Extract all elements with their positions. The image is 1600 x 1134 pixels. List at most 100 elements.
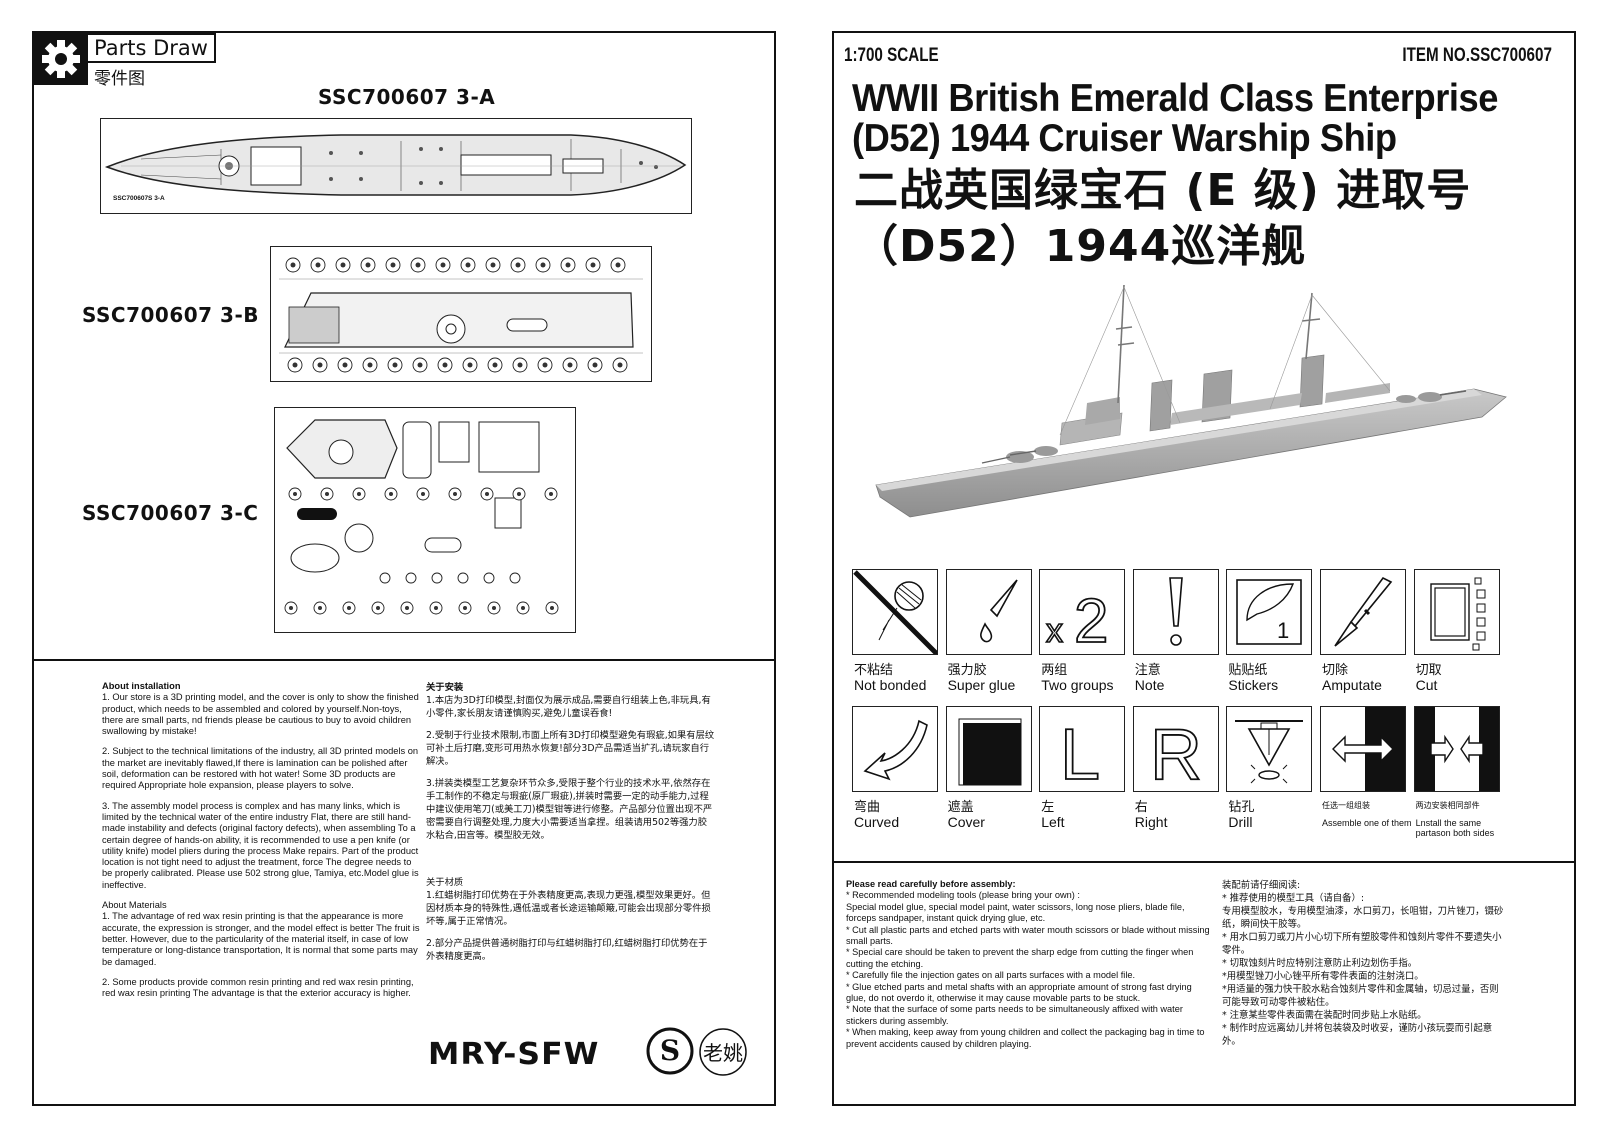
cut-icon — [1413, 569, 1500, 655]
icon-label-cn: 贴贴纸 — [1228, 663, 1268, 678]
product-info-page: 1:700 SCALE ITEM NO.SSC700607 WWII Briti… — [832, 31, 1576, 1106]
product-title-cn-line1: 二战英国绿宝石 (E 级) 进取号 — [854, 165, 1472, 216]
parts-draw-page: Parts Draw 零件图 SSC700607 3-A — [32, 31, 776, 1106]
sheet-3a-code: SSC700607S 3-A — [113, 195, 165, 202]
assembly-line-en: * Special care should be taken to preven… — [846, 947, 1194, 969]
materials-heading-cn: 关于材质 — [426, 877, 464, 888]
materials-note-1-en: 1. The advantage of red wax resin printi… — [102, 911, 420, 967]
icon-label-en: Cover — [947, 814, 985, 830]
product-title-en: WWII British Emerald Class Enterprise (D… — [852, 79, 1522, 159]
assembly-line-cn: 专用模型胶水，专用模型油漆，水口剪刀，长咀钳，刀片锉刀，镊砂纸，瞬间快干胶等。 — [1222, 906, 1504, 930]
icon-label-en: Amputate — [1322, 677, 1382, 693]
assemble-one-icon — [1320, 706, 1406, 792]
installation-note-3-cn: 3.拼装类模型工艺复杂环节众多,受限于整个行业的技术水平,依然存在手工制作的不稳… — [426, 778, 713, 841]
svg-text:老姚: 老姚 — [703, 1041, 743, 1065]
product-title-cn-line2: （D52）1944巡洋舰 — [854, 221, 1307, 272]
assembly-line-cn: *用适量的强力快干胶水粘合蚀刻片零件和金属轴，切忌过量，否则可能导致可动零件被粘… — [1222, 984, 1499, 1008]
super-glue-icon — [945, 569, 1032, 655]
assembly-line-cn: * 切取蚀刻片时应特别注意防止利边划伤手指。 — [1222, 958, 1418, 969]
assembly-line-cn: *用模型锉刀小心锉平所有零件表面的注射浇口。 — [1222, 971, 1424, 982]
installation-notes-en: About installation 1. Our store is a 3D … — [102, 681, 420, 1008]
sheet-3a-deck: SSC700607S 3-A — [100, 118, 692, 214]
assembly-line-cn: * 推荐使用的模型工具（请自备）: — [1222, 893, 1365, 904]
gear-icon — [34, 33, 88, 85]
icon-label-cn: 两边安装相同部件 — [1415, 801, 1480, 810]
svg-text:L: L — [1060, 715, 1100, 791]
icon-label-en: Two groups — [1041, 677, 1114, 693]
icon-label-cn: 左 — [1041, 800, 1055, 815]
icon-label-en: Super glue — [947, 677, 1016, 693]
icon-label-cn: 两组 — [1041, 663, 1068, 678]
assembly-line-cn: * 注意某些零件表面需在装配时同步贴上水贴纸。 — [1222, 1010, 1427, 1021]
sheet-3c-parts — [274, 407, 576, 633]
materials-note-2-en: 2. Some products provide common resin pr… — [102, 976, 414, 999]
icon-label-cn: 任选一组组装 — [1322, 801, 1370, 810]
assembly-line-en: * Note that the surface of some parts ne… — [846, 1004, 1183, 1026]
materials-note-2-cn: 2.部分产品提供普通树脂打印与红蜡树脂打印,红蜡树脂打印优势在于外表精度更高。 — [426, 938, 708, 962]
icon-label-en: Right — [1134, 814, 1168, 830]
installation-heading-cn: 关于安装 — [426, 682, 464, 693]
materials-note-1-cn: 1.红蜡树脂打印优势在于外表精度更高,表现力更强,模型效果更好。但因材质本身的特… — [426, 890, 711, 927]
assembly-line-cn: * 制作时应远离幼儿并将包装袋及时收妥，谨防小孩玩耍而引起意外。 — [1222, 1023, 1493, 1047]
parts-draw-subtitle: 零件图 — [94, 69, 145, 89]
icon-label-cn: 弯曲 — [854, 800, 881, 815]
assembly-line-en: Special model glue, special model paint,… — [846, 901, 1185, 924]
installation-note-2-en: 2. Subject to the technical limitations … — [102, 746, 419, 791]
icon-label-en: Assemble one of them — [1322, 818, 1412, 828]
icon-label-cn: 强力胶 — [947, 663, 987, 678]
icon-label-en: Curved — [854, 814, 900, 830]
drill-icon — [1226, 706, 1313, 792]
install-both-icon — [1413, 706, 1500, 792]
assembly-line-en: * When making, keep away from young chil… — [846, 1027, 1205, 1049]
svg-text:x: x — [1046, 612, 1063, 650]
icon-label-cn: 遮盖 — [947, 800, 974, 815]
parts-draw-title: Parts Draw — [88, 33, 216, 63]
icon-label-cn: 不粘结 — [854, 663, 894, 678]
icon-label-cn: 切除 — [1322, 663, 1349, 678]
icon-label-en: Cut — [1415, 677, 1438, 693]
brand-s-logo: S — [646, 1027, 694, 1080]
installation-note-3-en: 3. The assembly model process is complex… — [102, 800, 419, 890]
curved-icon — [852, 706, 938, 792]
assembly-line-en: * Glue etched parts and metal shafts wit… — [846, 981, 1192, 1004]
assembly-line-cn: * 用水口剪刀或刀片小心切下所有塑胶零件和蚀刻片零件不要遗失小零件。 — [1222, 932, 1502, 956]
amputate-icon — [1320, 569, 1406, 655]
right-icon: R — [1132, 706, 1219, 792]
section-divider — [834, 861, 1574, 863]
icon-label-cn: 钻孔 — [1228, 800, 1255, 815]
product-title-en-line1: WWII British Emerald Class Enterprise — [852, 77, 1498, 120]
assembly-notes-cn: 装配前请仔细阅读: * 推荐使用的模型工具（请自备）: 专用模型胶水，专用模型油… — [1222, 879, 1506, 1048]
note-icon — [1132, 569, 1219, 655]
icon-label-en: Stickers — [1228, 677, 1279, 693]
svg-text:1: 1 — [1277, 618, 1289, 643]
sheet-3b-parts — [270, 246, 652, 382]
installation-note-1-cn: 1.本店为3D打印模型,封面仅为展示成品,需要自行组装上色,非玩具,有小零件,家… — [426, 695, 711, 719]
product-title-en-line2: (D52) 1944 Cruiser Warship Ship — [852, 117, 1397, 160]
svg-text:S: S — [660, 1034, 680, 1067]
icon-label-en: Lnstall the same partason both sides — [1415, 818, 1495, 838]
icon-label-en: Note — [1134, 677, 1165, 693]
brand-lao-yao-seal: 老姚 — [698, 1027, 748, 1082]
stickers-icon: 1 — [1226, 569, 1313, 655]
assembly-line-en: * Recommended modeling tools (please bri… — [846, 890, 1080, 901]
svg-text:R: R — [1150, 715, 1202, 791]
installation-notes-cn: 关于安装 1.本店为3D打印模型,封面仅为展示成品,需要自行组装上色,非玩具,有… — [426, 681, 716, 972]
icon-label-cn: 切取 — [1415, 663, 1442, 678]
left-icon: L — [1039, 706, 1126, 792]
icon-label-en: Left — [1041, 814, 1065, 830]
installation-note-1-en: 1. Our store is a 3D printing model, and… — [102, 692, 419, 737]
assembly-line-en: * Carefully file the injection gates on … — [846, 970, 1136, 981]
brand-wordmark: MRY-SFW — [428, 1037, 600, 1072]
assembly-heading-cn: 装配前请仔细阅读: — [1222, 880, 1301, 891]
svg-text:2: 2 — [1074, 587, 1108, 654]
icon-label-cn: 注意 — [1134, 663, 1161, 678]
ship-render-image — [870, 284, 1560, 535]
product-title-cn: 二战英国绿宝石 (E 级) 进取号 （D52）1944巡洋舰 — [854, 163, 1574, 275]
sheet-3a-label: SSC700607 3-A — [318, 85, 496, 109]
icon-label-en: Drill — [1228, 814, 1253, 830]
assembly-notes-en: Please read carefully before assembly: *… — [846, 879, 1212, 1050]
section-divider — [34, 659, 774, 661]
scale-label: 1:700 SCALE — [844, 45, 939, 66]
not-bonded-icon — [852, 569, 938, 655]
